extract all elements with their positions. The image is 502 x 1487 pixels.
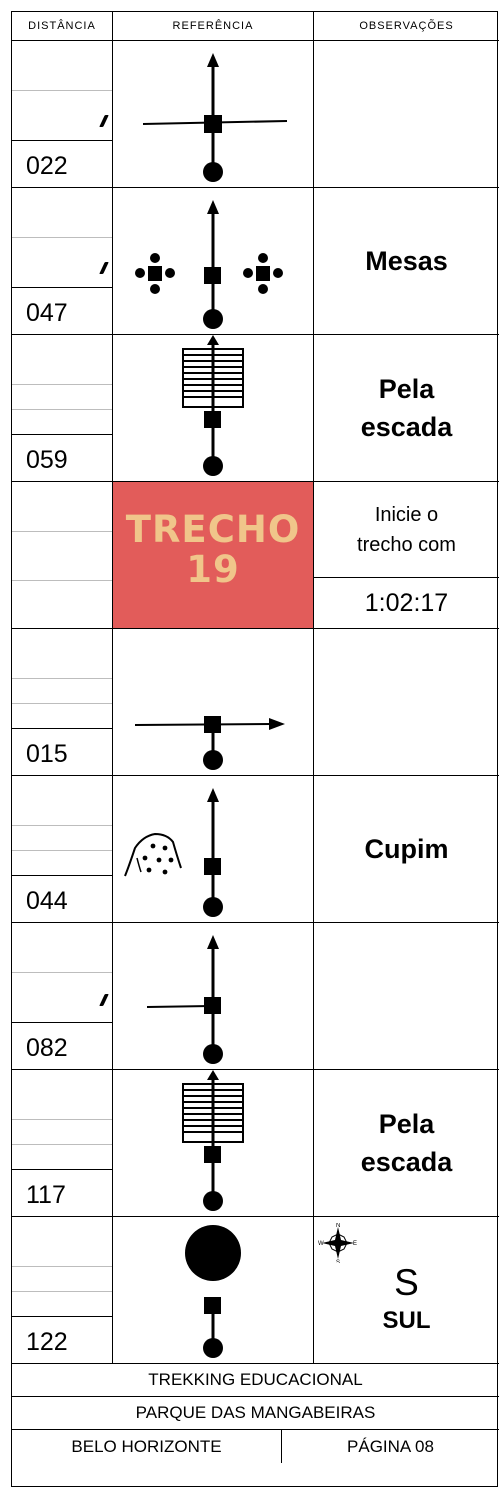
observation-text: Cupim [364,834,449,864]
header-observations: OBSERVAÇÕES [314,12,499,41]
compass-rose-icon: N S W E [318,1223,357,1263]
direction-word: SUL [382,1307,431,1334]
svg-text:W: W [318,1241,324,1247]
section-label-line-2: 19 [186,548,240,591]
table-icon-left [135,253,175,294]
table-row: 122 N S W E S SUL [12,1217,499,1364]
section-label-cell: TRECHO 19 [113,482,314,628]
distance-value: 117 [26,1181,66,1209]
table-row: 044 Cupim [12,776,499,923]
navigation-sheet: DISTÂNCIA REFERÊNCIA OBSERVAÇÕES 022 047 [11,11,499,1487]
svg-text:E: E [353,1241,357,1247]
reference-diagram-stairs [113,335,314,481]
observation-text: Mesas [365,246,448,276]
table-row: 015 [12,629,499,776]
distance-value: 122 [26,1328,68,1356]
table-row: 082 [12,923,499,1070]
tick-mark [99,994,109,1006]
distance-value: 044 [26,887,68,915]
table-row: 047 [12,188,499,335]
reference-diagram-left-short [113,923,314,1069]
section-start-time: 1:02:17 [364,588,449,617]
footer-city: BELO HORIZONTE [12,1430,282,1463]
observation-line-2: escada [360,1147,453,1177]
svg-text:N: N [336,1223,340,1229]
observation-line-1: Pela [378,1109,435,1139]
reference-diagram-straight-left [113,41,314,187]
observation-line-1: Pela [378,374,435,404]
distance-value: 082 [26,1034,68,1062]
reference-diagram-tables [113,188,314,334]
header-reference: REFERÊNCIA [113,12,314,41]
distance-value: 015 [26,740,68,768]
table-row: 059 Pela escada [12,335,499,482]
table-row: 117 Pela escada [12,1070,499,1217]
table-icon-right [243,253,283,294]
footer-bottom: BELO HORIZONTE PÁGINA 08 [12,1430,499,1463]
footer-subtitle: PARQUE DAS MANGABEIRAS [12,1397,499,1430]
distance-value: 022 [26,152,68,180]
direction-letter: S [394,1262,419,1303]
reference-diagram-termite [113,776,314,922]
observation-line-2: escada [360,412,453,442]
section-start-row: TRECHO 19 Inicie o trecho com 1:02:17 [12,482,499,629]
header-distance: DISTÂNCIA [12,12,113,41]
termite-mound-icon [124,832,182,877]
footer-page-number: PÁGINA 08 [347,1436,434,1456]
reference-diagram-finish [113,1217,314,1363]
tick-mark [99,115,109,127]
reference-diagram-stairs [113,1070,314,1216]
observation-line-1: Inicie o [374,503,439,526]
observation-line-2: trecho com [357,533,456,556]
svg-text:S: S [336,1260,340,1263]
distance-value: 059 [26,446,68,474]
distance-value: 047 [26,299,68,327]
tick-mark [99,262,109,274]
footer-title: TREKKING EDUCACIONAL [12,1364,499,1397]
section-label-line-1: TRECHO [125,508,301,551]
reference-diagram-right-turn [113,629,314,775]
table-row: 022 [12,41,499,188]
